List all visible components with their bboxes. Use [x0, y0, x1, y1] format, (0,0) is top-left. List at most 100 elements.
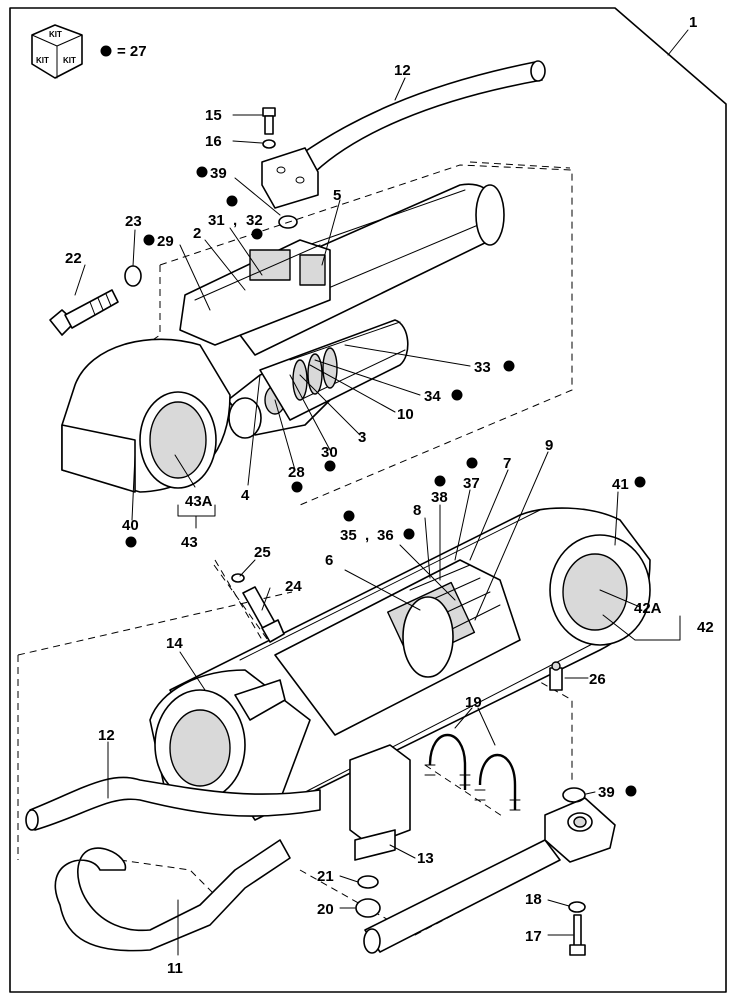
kit-legend-text: = 27 [117, 43, 147, 60]
svg-text:KIT: KIT [36, 56, 49, 65]
pipe-lower-right [363, 797, 616, 954]
frame-callout-line [667, 29, 689, 56]
label-comma-35-36: , [365, 527, 369, 544]
label-29: 29 [157, 233, 174, 250]
label-15: 15 [205, 107, 222, 124]
label-4: 4 [241, 487, 250, 504]
label-36: 36 [377, 527, 394, 544]
tube-12-upper [261, 60, 546, 209]
dashed-guide-19 [424, 764, 506, 819]
barrel-tube-14 [149, 669, 311, 814]
dot-29 [143, 234, 155, 246]
washer-25 [231, 573, 245, 583]
dashed-guide-hose11 [119, 859, 221, 901]
label-20: 20 [317, 901, 334, 918]
svg-text:KIT: KIT [49, 30, 62, 39]
label-30: 30 [321, 444, 338, 461]
washer-18 [568, 901, 586, 913]
label-23: 23 [125, 213, 142, 230]
hose-11 [54, 839, 291, 952]
label-3: 3 [358, 429, 366, 446]
label-42: 42 [697, 619, 714, 636]
dot-31 [226, 195, 238, 207]
washer-16 [262, 139, 276, 149]
label-18: 18 [525, 891, 542, 908]
dot-32 [251, 228, 263, 240]
svg-text:KIT: KIT [63, 56, 76, 65]
label-6: 6 [325, 552, 333, 569]
kit-legend-dot [100, 45, 112, 57]
label-33: 33 [474, 359, 491, 376]
callout-labels: 1 12 15 16 39 5 31 , 32 23 2 29 22 33 34… [65, 14, 714, 977]
kit-box-icon: KIT KIT KIT [31, 24, 83, 79]
label-12-upper: 12 [394, 62, 411, 79]
grease-nipple-26 [549, 661, 563, 691]
label-35: 35 [340, 527, 357, 544]
washer-21 [357, 875, 379, 889]
dot-35 [343, 510, 355, 522]
label-22: 22 [65, 250, 82, 267]
label-1: 1 [689, 14, 697, 31]
dot-38 [434, 475, 446, 487]
label-11: 11 [167, 960, 183, 977]
label-25: 25 [254, 544, 271, 561]
label-31: 31 [208, 212, 225, 229]
bolt-17 [569, 914, 586, 956]
dot-33 [503, 360, 515, 372]
bolt-15 [262, 107, 276, 135]
label-39-upper: 39 [210, 165, 227, 182]
label-38: 38 [431, 489, 448, 506]
leader-lines [74, 77, 681, 956]
label-40: 40 [122, 517, 139, 534]
diagram-frame [9, 7, 727, 993]
u-bolts-19 [424, 734, 521, 811]
label-43A: 43A [185, 493, 213, 510]
clamp-13 [349, 744, 411, 861]
tube-12-lower [25, 776, 321, 831]
label-9: 9 [545, 437, 553, 454]
dashed-guide-25b [213, 564, 276, 651]
dot-30 [324, 460, 336, 472]
label-8: 8 [413, 502, 421, 519]
label-2: 2 [193, 225, 201, 242]
label-41: 41 [612, 476, 629, 493]
label-34: 34 [424, 388, 441, 405]
dot-39-lower [625, 785, 637, 797]
bolt-22 [49, 289, 119, 336]
label-26: 26 [589, 671, 606, 688]
label-32: 32 [246, 212, 263, 229]
dot-37 [466, 457, 478, 469]
label-43: 43 [181, 534, 198, 551]
nut-20 [355, 898, 381, 918]
label-7: 7 [503, 455, 511, 472]
label-24: 24 [285, 578, 302, 595]
label-39-lower: 39 [598, 784, 615, 801]
label-12-lower: 12 [98, 727, 115, 744]
dot-40 [125, 536, 137, 548]
washer-23 [124, 265, 142, 287]
label-5: 5 [333, 187, 341, 204]
label-28: 28 [288, 464, 305, 481]
dot-34 [451, 389, 463, 401]
label-14: 14 [166, 635, 183, 652]
label-21: 21 [317, 868, 334, 885]
label-16: 16 [205, 133, 222, 150]
dot-36 [403, 528, 415, 540]
label-42A: 42A [634, 600, 662, 617]
o-ring-39-upper [278, 215, 298, 229]
label-17: 17 [525, 928, 542, 945]
cylinder-cutaway [274, 559, 521, 736]
rod-eye-43 [61, 338, 231, 493]
bolt-24 [242, 586, 285, 643]
rod-guide-upper [179, 239, 331, 346]
label-19: 19 [465, 694, 482, 711]
label-10: 10 [397, 406, 414, 423]
dashed-guide-24-25 [214, 559, 269, 651]
label-13: 13 [417, 850, 434, 867]
dot-39-upper [196, 166, 208, 178]
o-ring-39-lower [562, 787, 586, 803]
label-37: 37 [463, 475, 480, 492]
piston-rings-upper [292, 347, 338, 401]
